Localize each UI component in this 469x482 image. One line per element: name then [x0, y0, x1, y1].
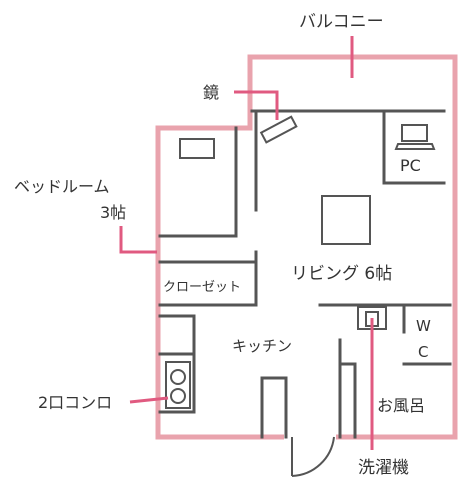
living-table — [321, 195, 371, 245]
callout-bedroom — [119, 226, 157, 254]
bedroom-label-line2: 3帖 — [100, 203, 126, 222]
wc-label-line1: W — [416, 317, 431, 335]
interior-walls — [158, 109, 452, 439]
bedroom-label-line1: ベッドルーム — [14, 177, 110, 196]
washer-label: 洗濯機 — [358, 458, 409, 478]
door-swing-arc — [291, 436, 335, 477]
outer-wall-outline — [155, 54, 458, 440]
balcony-label: バルコニー — [299, 12, 384, 32]
entrance-door — [291, 436, 335, 477]
mirror-icon — [259, 115, 298, 144]
laptop-icon — [394, 124, 436, 150]
callout-stove — [129, 396, 169, 404]
kitchen-label: キッチン — [232, 337, 292, 355]
bath-label: お風呂 — [377, 396, 425, 415]
mirror-label: 鏡 — [203, 83, 219, 102]
outer-wall — [155, 54, 458, 440]
pc-label: PC — [400, 156, 421, 175]
stove-label: 2口コンロ — [38, 393, 112, 412]
wc-label-line2: C — [418, 343, 428, 361]
living-label: リビング 6帖 — [291, 264, 392, 284]
closet-label: クローゼット — [163, 280, 241, 295]
stove-burners-icon — [165, 361, 191, 409]
callouts — [119, 36, 374, 450]
callout-mirror — [234, 90, 279, 120]
pillow — [179, 138, 215, 159]
